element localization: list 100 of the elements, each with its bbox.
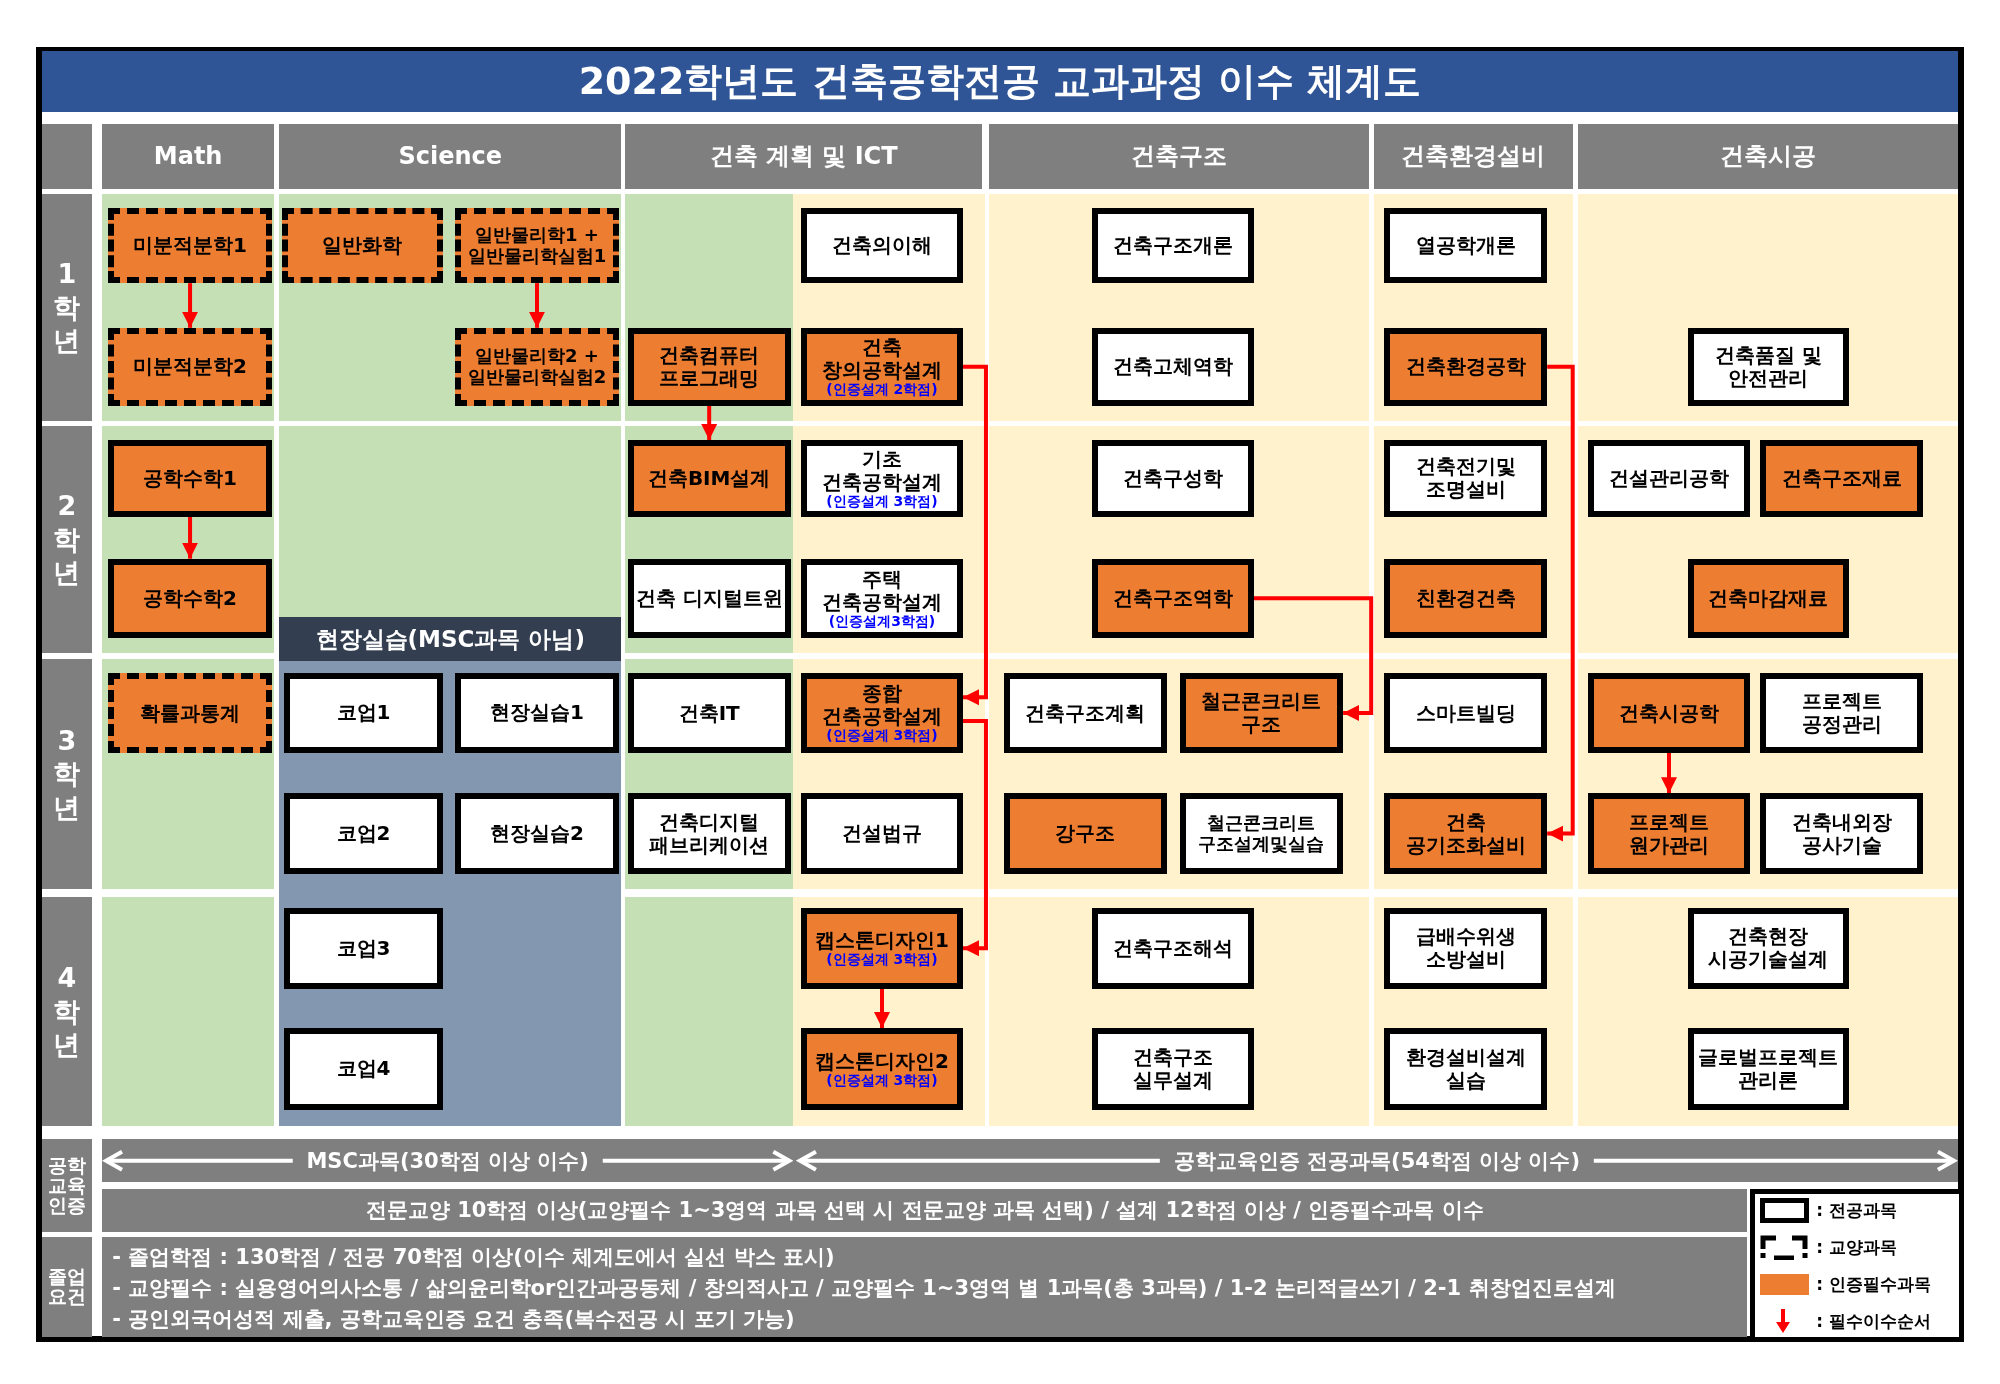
course-box — [1760, 793, 1924, 874]
course-name: 주택 건축공학설계 — [821, 567, 943, 614]
course-name: 건축 공기조화설비 — [1404, 810, 1527, 857]
course-name: 공학수학1 — [143, 466, 237, 490]
credit-note: (인증설계 3학점) — [826, 728, 938, 744]
course-name: 확률과통계 — [140, 701, 241, 725]
course-name: 건축디지털 패브리케이션 — [648, 810, 771, 857]
course-box — [1179, 793, 1344, 874]
course-box — [1091, 908, 1254, 989]
course-box — [455, 207, 619, 284]
course-box — [1003, 673, 1168, 753]
course-box — [108, 327, 272, 406]
column-header: Science — [279, 123, 622, 189]
course-box — [1383, 440, 1548, 517]
course-box — [801, 1028, 963, 1110]
note-text: - 공인외국어성적 제출, 공학교육인증 요건 충족(복수전공 시 포기 가능) — [112, 1305, 795, 1333]
course-box — [627, 673, 791, 753]
course-name: 코업1 — [336, 701, 391, 725]
course-box — [801, 327, 963, 406]
course-name: 스마트빌딩 — [1415, 701, 1516, 725]
row-header: 4학년 — [42, 896, 92, 1127]
arrow — [182, 516, 199, 559]
course-box — [801, 440, 963, 517]
course-box — [1091, 440, 1254, 517]
course-name: 건축 창의공학설계 — [821, 336, 943, 382]
course-name: 강구조 — [1055, 822, 1116, 846]
column-header: 건축구조 — [988, 123, 1369, 189]
course-box — [108, 558, 272, 638]
credit-note: (인증설계 3학점) — [826, 1072, 938, 1089]
arrow — [701, 405, 718, 441]
course-name: 현장실습2 — [490, 822, 584, 846]
course-box — [1091, 327, 1254, 406]
course-name: 건축의이해 — [832, 234, 932, 258]
field-practice-panel — [279, 617, 622, 1127]
course-box — [1091, 207, 1254, 284]
course-name: 현장실습1 — [490, 701, 584, 725]
requirement-bar: 전문교양 10학점 이상(교양필수 1~3영역 과목 선택 시 전문교양 과목 선택) / 설계 12학점 이상 / 인증필수과목 이수 — [102, 1188, 1748, 1233]
course-name: 건축구조 실무설계 — [1131, 1045, 1214, 1092]
course-box — [801, 558, 963, 638]
course-box — [627, 440, 791, 517]
course-box — [1760, 673, 1924, 753]
course-name: 환경설비설계 실습 — [1404, 1045, 1527, 1092]
course-name: 건축현장 시공기술설계 — [1707, 925, 1830, 972]
course-name: 건축품질 및 안전관리 — [1714, 343, 1823, 390]
course-box — [1383, 908, 1548, 989]
course-box — [801, 908, 963, 989]
course-name: 건축BIM설계 — [647, 466, 771, 490]
course-box — [1003, 793, 1168, 874]
course-name: 건축구조계획 — [1025, 701, 1146, 725]
course-name: 건축고체역학 — [1112, 355, 1233, 379]
course-box — [1383, 558, 1548, 638]
group-title: 현장실습(MSC과목 아님) — [279, 617, 622, 661]
course-name: 미분적분학1 — [133, 234, 247, 258]
course-name: 건축컴퓨터 프로그래밍 — [658, 343, 761, 390]
legend-text: : 필수이수순서 — [1816, 1310, 1932, 1334]
course-box — [108, 207, 272, 284]
course-box — [1383, 1028, 1548, 1110]
course-name: 건축 디지털트윈 — [635, 586, 783, 610]
course-name: 건설관리공학 — [1609, 466, 1729, 490]
title: 2022학년도 건축공학전공 교과과정 이수 체계도 — [42, 51, 1958, 113]
row-header: 공학교육인증 — [42, 1139, 92, 1233]
arrow — [529, 283, 545, 328]
course-name: 캡스톤디자인1 — [815, 929, 949, 953]
course-name: 미분적분학2 — [133, 355, 247, 379]
note-text: - 교양필수 : 실용영어의사소통 / 삶의윤리학or인간과공동체 / 창의적사고 / 교양필수 1~3영역 별 1과목(총 3과목) / 1-2 논리적글쓰기 / 2-1 취창업진로설계 — [112, 1274, 1616, 1302]
course-name: 글로벌프로젝트 관리론 — [1697, 1045, 1840, 1092]
course-box — [1687, 1028, 1850, 1110]
course-name: 프로젝트 공정관리 — [1800, 690, 1883, 736]
course-box — [108, 673, 272, 753]
course-name: 건축구성학 — [1122, 466, 1223, 490]
course-box — [627, 793, 791, 874]
course-name: 열공학개론 — [1415, 234, 1516, 258]
course-box — [1687, 908, 1850, 989]
course-name: 철근콘크리트 구조 — [1200, 690, 1323, 736]
course-box — [284, 793, 443, 874]
course-name: 건축IT — [678, 701, 740, 725]
course-box — [1588, 440, 1750, 517]
arrow — [1661, 752, 1677, 794]
course-name: 급배수위생 소방설비 — [1414, 925, 1517, 972]
arrow — [182, 283, 199, 328]
course-box — [281, 207, 443, 284]
course-box — [627, 558, 791, 638]
course-name: 공학수학2 — [143, 586, 237, 610]
course-box — [1760, 440, 1924, 517]
course-box — [1383, 207, 1548, 284]
column-header: 건축 계획 및 ICT — [625, 123, 983, 189]
course-name: 코업2 — [336, 822, 391, 846]
note-text: - 졸업학점 : 130학점 / 전공 70학점 이상(이수 체계도에서 실선 박스 표시) — [112, 1244, 835, 1272]
course-name: 코업3 — [336, 936, 391, 960]
course-box — [455, 327, 619, 406]
course-name: 건축구조개론 — [1112, 234, 1233, 258]
course-name: 건축내외장 공사기술 — [1790, 810, 1893, 857]
course-box — [455, 793, 619, 874]
course-name: 건축환경공학 — [1405, 355, 1526, 379]
arrow — [963, 718, 988, 957]
column-header: 건축환경설비 — [1373, 123, 1573, 189]
course-box — [1091, 558, 1254, 638]
course-name: 건축전기및 조명설비 — [1414, 455, 1517, 502]
course-box — [1687, 327, 1850, 406]
course-name: 건축시공학 — [1619, 701, 1719, 725]
